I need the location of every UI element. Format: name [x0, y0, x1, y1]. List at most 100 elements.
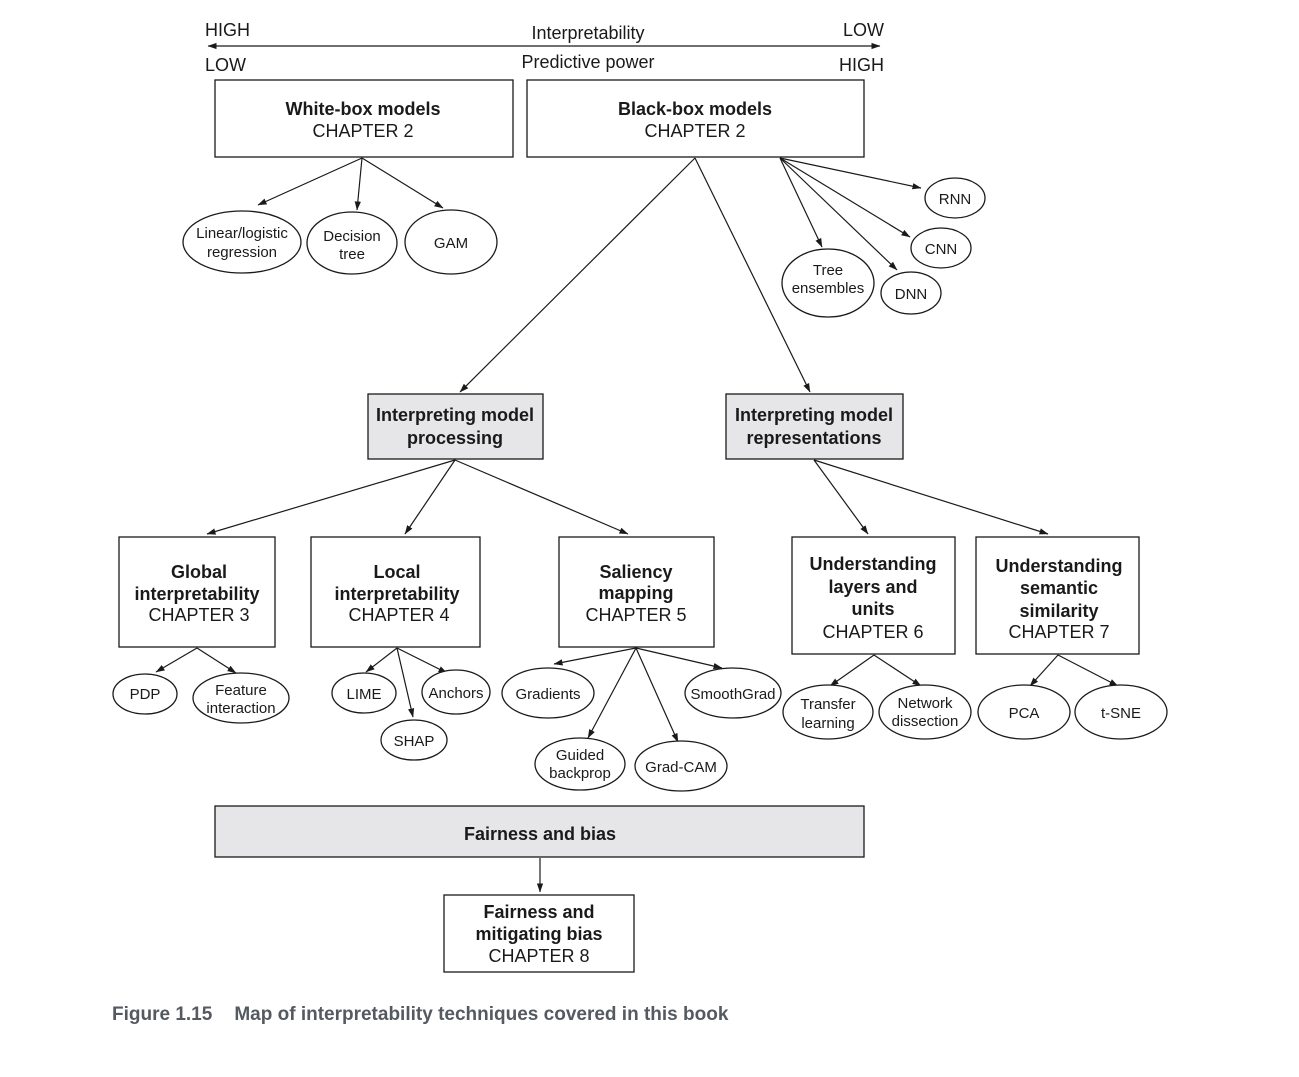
edge-semantic-tsne [1057, 654, 1119, 687]
gradcam-label: Grad-CAM [645, 759, 717, 776]
transfer-learning-node: Transfer learning [782, 684, 874, 740]
axis-left-top: HIGH [205, 20, 250, 40]
edge-blackbox-dnn [779, 157, 898, 271]
edge-whitebox-gam [361, 157, 444, 209]
saliency-line2: mapping [599, 583, 674, 603]
cnn-node: CNN [910, 227, 972, 269]
edge-imp-global [206, 459, 456, 535]
rnn-node: RNN [924, 177, 986, 219]
figure-caption-text: Map of interpretability techniques cover… [234, 1004, 729, 1025]
local-chapter: CHAPTER 4 [348, 605, 449, 625]
rnn-label: RNN [939, 191, 972, 208]
fairness-bar-label: Fairness and bias [464, 824, 616, 844]
saliency-mapping-node: Saliency mapping CHAPTER 5 [558, 536, 715, 648]
local-line1: Local [373, 562, 420, 582]
edge-saliency-gradients [553, 647, 637, 666]
gam-node: GAM [404, 209, 498, 275]
fairness-ch-line1: Fairness and [483, 902, 594, 922]
edge-layers-netdis [873, 654, 922, 687]
edge-layers-transfer [829, 654, 875, 687]
edge-blackbox-treeens [779, 157, 823, 248]
white-box-models-node: White-box models CHAPTER 2 [214, 79, 514, 158]
edge-local-anchors [396, 647, 448, 674]
lime-node: LIME [331, 672, 397, 714]
linreg-line1: Linear/logistic [196, 225, 288, 242]
edge-imp-local [404, 459, 456, 535]
figure-caption-label: Figure 1.15 [112, 1004, 213, 1025]
black-box-title: Black-box models [618, 99, 772, 119]
local-interpretability-node: Local interpretability CHAPTER 4 [310, 536, 481, 648]
global-chapter: CHAPTER 3 [148, 605, 249, 625]
edge-saliency-smoothgrad [635, 647, 723, 670]
black-box-models-node: Black-box models CHAPTER 2 [526, 79, 865, 158]
axis-right-bottom: HIGH [839, 55, 884, 75]
layers-line3: units [852, 599, 895, 619]
fairness-ch-line2: mitigating bias [475, 924, 602, 944]
cnn-label: CNN [925, 241, 958, 258]
gradcam-node: Grad-CAM [634, 740, 728, 792]
edge-saliency-gradcam [635, 647, 679, 743]
edges [155, 157, 1119, 893]
saliency-chapter: CHAPTER 5 [585, 605, 686, 625]
anchors-node: Anchors [421, 669, 491, 715]
edge-whitebox-dtree [354, 157, 363, 211]
axis-label-interpretability: Interpretability [531, 23, 644, 43]
edge-blackbox-imr [694, 157, 811, 393]
edge-blackbox-rnn [779, 157, 922, 190]
imp-line2: processing [407, 428, 503, 448]
interpreting-model-representations-node: Interpreting model representations [725, 393, 904, 460]
fairness-mitigating-bias-node: Fairness and mitigating bias CHAPTER 8 [443, 894, 635, 973]
layers-chapter: CHAPTER 6 [822, 622, 923, 642]
semantic-chapter: CHAPTER 7 [1008, 622, 1109, 642]
gradients-node: Gradients [501, 667, 595, 719]
white-box-chapter: CHAPTER 2 [312, 121, 413, 141]
netdis-line2: dissection [892, 713, 959, 730]
semantic-line1: Understanding [995, 556, 1122, 576]
imp-line1: Interpreting model [376, 405, 534, 425]
linreg-node: Linear/logistic regression [182, 210, 302, 274]
linreg-line2: regression [207, 244, 277, 261]
edge-local-lime [365, 647, 398, 673]
edge-imr-semantic [813, 459, 1049, 535]
imr-line1: Interpreting model [735, 405, 893, 425]
tsne-node: t-SNE [1074, 684, 1168, 740]
pdp-node: PDP [112, 673, 178, 715]
axis-right-top: LOW [843, 20, 884, 40]
smoothgrad-label: SmoothGrad [690, 686, 775, 703]
pca-label: PCA [1009, 705, 1040, 722]
gam-label: GAM [434, 235, 468, 252]
understanding-layers-node: Understanding layers and units CHAPTER 6 [791, 536, 956, 655]
tsne-label: t-SNE [1101, 705, 1141, 722]
transfer-line2: learning [801, 715, 854, 732]
guided-line2: backprop [549, 765, 611, 782]
edge-global-pdp [155, 647, 198, 673]
axis-left-bottom: LOW [205, 55, 246, 75]
axis-label-predictive-power: Predictive power [521, 52, 654, 72]
edge-blackbox-cnn [779, 157, 911, 238]
saliency-line1: Saliency [599, 562, 672, 582]
interpreting-model-processing-node: Interpreting model processing [367, 393, 544, 460]
feat-line2: interaction [206, 700, 275, 717]
guided-line1: Guided [556, 747, 604, 764]
black-box-chapter: CHAPTER 2 [644, 121, 745, 141]
semantic-line2: semantic [1020, 578, 1098, 598]
global-line1: Global [171, 562, 227, 582]
guided-backprop-node: Guided backprop [534, 737, 626, 791]
dtree-line2: tree [339, 246, 365, 263]
edge-imp-saliency [454, 459, 629, 535]
dnn-label: DNN [895, 286, 928, 303]
feat-line1: Feature [215, 682, 267, 699]
tree-ensembles-line1: Tree [813, 262, 843, 279]
global-line2: interpretability [134, 584, 259, 604]
fairness-and-bias-node: Fairness and bias [214, 805, 865, 858]
tree-ensembles-node: Tree ensembles [781, 248, 875, 318]
dtree-node: Decision tree [306, 211, 398, 275]
fairness-ch-chapter: CHAPTER 8 [488, 946, 589, 966]
smoothgrad-node: SmoothGrad [684, 667, 782, 719]
dnn-node: DNN [880, 271, 942, 315]
edge-blackbox-imp [459, 157, 696, 393]
transfer-line1: Transfer [800, 696, 855, 713]
edge-global-feat [196, 647, 237, 674]
edge-saliency-guided [587, 647, 637, 739]
